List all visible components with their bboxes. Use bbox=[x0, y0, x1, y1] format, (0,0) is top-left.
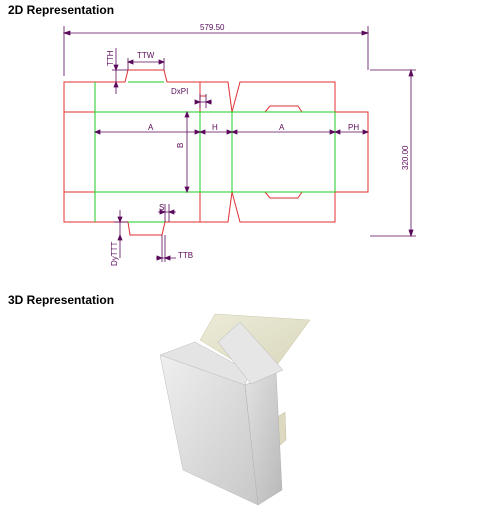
dim-a-right: A bbox=[279, 123, 285, 132]
bottom-right-lid-notch bbox=[264, 191, 303, 199]
dim-s: S bbox=[159, 203, 164, 212]
left-side-flap bbox=[63, 111, 95, 193]
dim-dxpi: DxPI bbox=[171, 87, 188, 96]
box-back-lid bbox=[199, 313, 311, 373]
bottom-right-lid bbox=[231, 191, 336, 223]
box-front-face bbox=[159, 354, 259, 506]
dim-tth: TTH bbox=[106, 50, 115, 66]
dim-total-height: 320.00 bbox=[401, 145, 410, 170]
dim-total-width: 579.50 bbox=[200, 23, 225, 32]
bottom-dust-flap-h bbox=[200, 191, 233, 223]
dim-ph: PH bbox=[348, 123, 359, 132]
fold-lines bbox=[94, 81, 336, 223]
top-dust-flap-h bbox=[200, 81, 233, 113]
dim-a-left: A bbox=[148, 123, 154, 132]
dim-ttb: TTB bbox=[178, 251, 193, 260]
left-bottom-flap bbox=[63, 192, 95, 223]
bottom-tuck-flap bbox=[95, 192, 201, 236]
dim-b: B bbox=[176, 143, 185, 148]
box-side-face bbox=[244, 371, 283, 506]
panel-a-right bbox=[231, 111, 336, 193]
box-top-face bbox=[159, 341, 251, 386]
dieline-diagram: 579.50 320.00 TTH TTW DxPI A H A PH B S … bbox=[62, 23, 416, 266]
right-ph-flap bbox=[335, 111, 369, 193]
heading-3d-representation: 3D Representation bbox=[8, 293, 115, 307]
dim-ttw: TTW bbox=[137, 51, 155, 60]
cut-lines bbox=[63, 69, 369, 236]
dim-dyttt: DyTTT bbox=[110, 241, 119, 266]
top-right-lid bbox=[231, 81, 336, 113]
dim-h: H bbox=[212, 123, 218, 132]
heading-2d-representation: 2D Representation bbox=[8, 3, 115, 17]
left-top-flap bbox=[63, 81, 95, 112]
dimension-lines bbox=[62, 26, 416, 262]
box-front-lid bbox=[217, 321, 284, 385]
top-right-lid-notch bbox=[264, 105, 303, 113]
box-inner-flap bbox=[275, 411, 287, 449]
